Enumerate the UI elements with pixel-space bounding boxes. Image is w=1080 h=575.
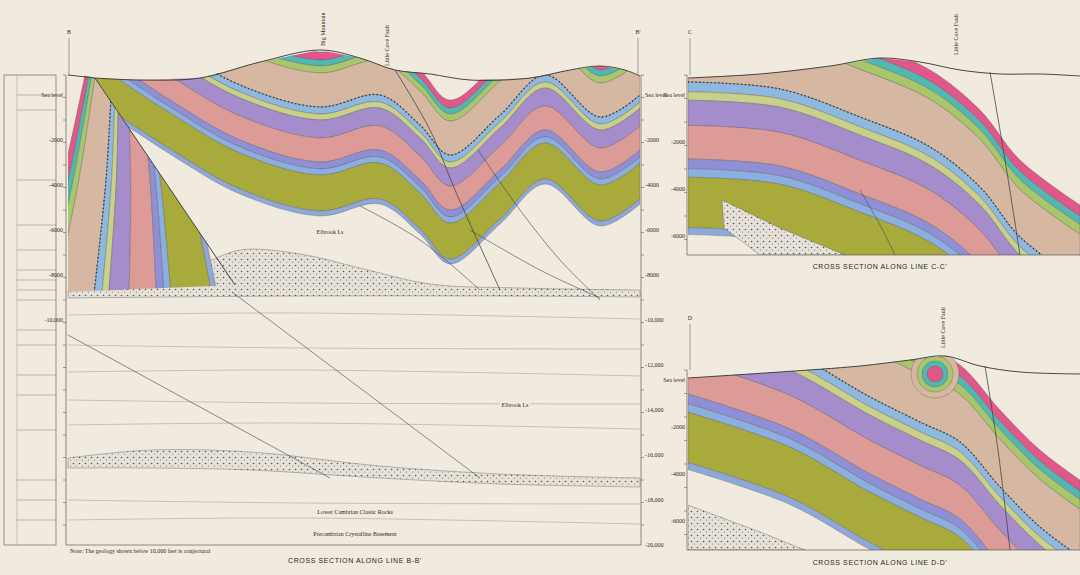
fault-line	[690, 324, 691, 370]
fault-line	[68, 75, 95, 78]
fault-line	[95, 50, 640, 80]
strat-column	[4, 75, 56, 545]
scale-label: -8000	[49, 272, 63, 279]
fault-line	[232, 292, 480, 478]
unit-label: Elbrook Ls	[500, 402, 531, 409]
scale-label: -2000	[671, 424, 685, 431]
fault-line	[687, 550, 1080, 551]
thrust-trace	[688, 82, 1080, 282]
place-name: Little Cove Fault	[953, 14, 960, 55]
fault-line	[360, 206, 480, 290]
fault-line	[95, 78, 235, 285]
conglomerate-lens	[688, 505, 805, 550]
thrust-trace	[80, 0, 640, 155]
anticline-core	[927, 366, 943, 382]
scale-label: -2000	[49, 137, 63, 144]
scale-label: B'	[635, 29, 640, 36]
rock-layer	[141, 60, 172, 300]
scale-label: -4000	[49, 182, 63, 189]
depth-scale	[641, 75, 644, 545]
contact-line	[68, 518, 640, 524]
depth-scale	[684, 75, 687, 255]
section-d	[688, 240, 1080, 575]
scale-label: Sea level	[663, 92, 685, 99]
place-name: Little Cove Fault	[940, 307, 947, 348]
fault-line	[990, 72, 1020, 255]
section-title: CROSS SECTION ALONG LINE C-C'	[813, 263, 948, 271]
scale-label: -18,000	[645, 497, 664, 504]
scale-label: -4000	[645, 182, 659, 189]
fault-line	[478, 150, 600, 300]
unit-label: Precambrian Crystalline Basement	[311, 531, 398, 538]
contact-line	[68, 400, 640, 404]
fault-line	[860, 190, 895, 255]
anticline-core	[917, 356, 953, 392]
scale-label: -10,000	[45, 317, 64, 324]
scale-label: -16,000	[645, 452, 664, 459]
scale-label: -4000	[671, 471, 685, 478]
thrust-trace	[93, 60, 113, 300]
section-title: CROSS SECTION ALONG LINE B-B'	[288, 557, 422, 565]
scale-label: Note: The geology shown below 10,000 fee…	[70, 548, 210, 555]
fault-line	[687, 255, 1080, 256]
scale-label: -2000	[671, 139, 685, 146]
conglomerate-lens	[68, 449, 640, 487]
fault-line	[985, 366, 1010, 550]
contact-line	[68, 345, 640, 349]
thrust-trace	[688, 317, 1080, 557]
place-name: Big Mountain	[320, 12, 327, 46]
rock-layer	[688, 463, 1080, 575]
scale-label: Sea level	[41, 92, 63, 99]
depth-scale	[63, 75, 66, 545]
fault-line	[66, 545, 641, 546]
scale-label: -2000	[645, 137, 659, 144]
section-b	[30, 0, 640, 524]
fault-line	[68, 335, 330, 478]
scale-label: -6000	[49, 227, 63, 234]
rock-layer	[688, 412, 1080, 575]
fault-line	[690, 38, 691, 75]
scale-label: -10,000	[645, 317, 664, 324]
scale-label: -12,000	[645, 362, 664, 369]
section-title: CROSS SECTION ALONG LINE D-D'	[813, 559, 948, 567]
scale-label: -20,000	[645, 542, 664, 549]
conglomerate-lens	[722, 200, 845, 255]
fault-line	[470, 230, 600, 298]
scale-label: -6000	[645, 227, 659, 234]
scale-label: D	[688, 315, 692, 322]
contact-line	[68, 370, 640, 376]
scale-label: B	[67, 29, 71, 36]
fault-line	[688, 356, 1080, 378]
contact-line	[68, 500, 640, 504]
fault-line	[395, 70, 500, 290]
rock-layer	[160, 60, 219, 300]
contact-line	[68, 313, 640, 319]
scale-label: C	[688, 29, 692, 36]
scale-label: Sea level	[663, 377, 685, 384]
scale-label: -14,000	[645, 407, 664, 414]
unit-label: Elbrook Ls	[315, 229, 346, 236]
rock-layer	[143, 60, 213, 300]
fault-line	[69, 38, 70, 75]
place-name: Little Cove Fault	[384, 25, 391, 66]
fault-line	[638, 38, 639, 75]
rock-layer	[108, 60, 131, 300]
fault-line	[688, 58, 1080, 78]
unit-label: Lower Cambrian Clastic Rocks	[315, 509, 394, 516]
contact-line	[68, 423, 640, 429]
scale-label: -4000	[671, 186, 685, 193]
scale-label: -6000	[671, 233, 685, 240]
scale-label: -8000	[645, 272, 659, 279]
anticline-core	[922, 361, 948, 387]
scale-label: -6000	[671, 518, 685, 525]
